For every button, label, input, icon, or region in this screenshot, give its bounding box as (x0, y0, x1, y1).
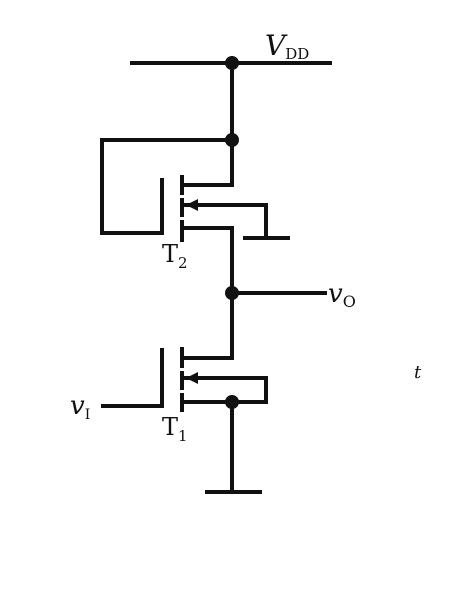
vdd-label: VDD (265, 29, 309, 63)
vo-label: vO (328, 279, 356, 311)
vi-label: vI (70, 391, 90, 423)
t1-label: T1 (162, 413, 188, 445)
stray-mark: t (414, 362, 422, 383)
t1-substrate-wire (182, 376, 268, 404)
t2-substrate-arrow (186, 199, 198, 211)
t2-drain-wire (180, 138, 234, 187)
t1-substrate-arrow (186, 372, 198, 384)
t2-substrate-wire (182, 203, 268, 240)
t2-label: T2 (162, 240, 188, 272)
t2-source-wire (180, 226, 234, 295)
